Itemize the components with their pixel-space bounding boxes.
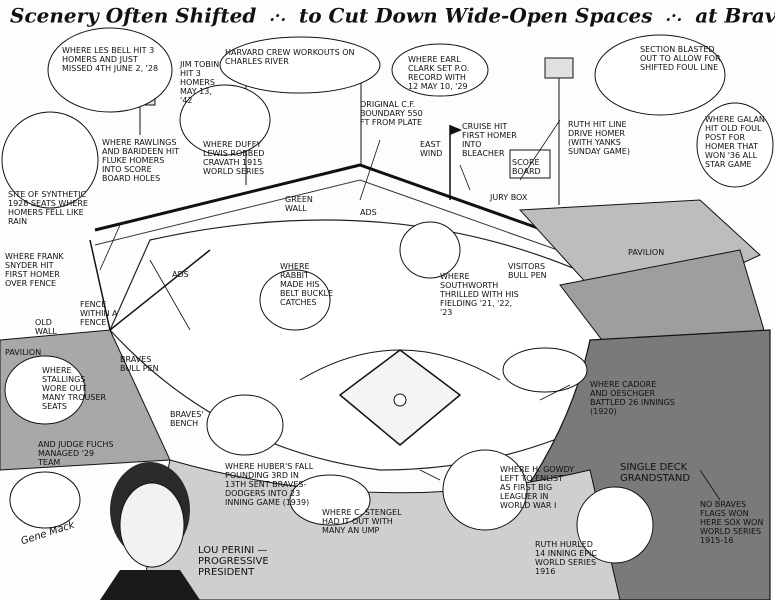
score-board — [509, 149, 551, 179]
headline: Scenery Often Shifted .·. to Cut Down Wi… — [10, 2, 775, 32]
caption-boundary: Original C.F. boundary 550 ft from plate — [360, 100, 423, 127]
caption-stengel: Where C. Stengel had it out with many an… — [322, 508, 402, 535]
caption-ruth-hurled: Ruth hurled 14 inning epic World Series … — [535, 540, 597, 576]
caption-fence: Fence within a fence — [80, 300, 118, 327]
flag — [450, 125, 462, 135]
caption-rawlings: Where Rawlings and Barideen hit fluke ho… — [102, 138, 180, 183]
caption-old-wall: Old Wall — [35, 318, 57, 336]
thought-bubbles — [1, 27, 774, 564]
bubble-duffy — [179, 84, 271, 156]
caption-harvard: Harvard crew workouts on Charles River — [225, 48, 355, 66]
caption-pavilion-right: Pavilion — [628, 248, 665, 257]
caption-southworth: Where Southworth thrilled with his field… — [440, 272, 519, 317]
caption-fuchs: And Judge Fuchs managed '29 team — [38, 440, 114, 467]
bubble-fuchs — [9, 471, 81, 529]
headline-part-2: to Cut Down Wide-Open Spaces — [299, 3, 653, 28]
caption-huber: Where Huber's fall pounding 3rd in 13th … — [225, 462, 314, 507]
caption-section: Section blasted out to allow for shifted… — [640, 45, 721, 72]
caption-single-deck: Single Deck Grandstand — [620, 462, 691, 484]
headline-separator: .·. — [269, 6, 287, 25]
bubble-ruth-pitching — [576, 486, 654, 564]
caption-tobin: Jim Tobin hit 3 homers May 13, '42 — [180, 60, 220, 105]
caption-pavilion-left: Pavilion — [5, 348, 42, 357]
caption-jury-box: Jury Box — [490, 193, 528, 202]
bubble-rabbit — [259, 269, 331, 331]
caption-braves-bull-pen: Braves Bull Pen — [120, 355, 159, 373]
bubble-southworth — [399, 221, 461, 279]
bubble-huber — [206, 394, 284, 456]
caption-ads-left: ADS — [172, 270, 189, 279]
bubble-section — [594, 34, 726, 116]
bubble-galan — [696, 102, 774, 188]
caption-synthetic: Site of synthetic 1928 seats where homer… — [8, 190, 88, 226]
bubble-gowdy — [442, 449, 528, 531]
caption-perini: Lou Perini — Progressive President — [198, 545, 269, 578]
headline-part-3: at Braves' Field — [695, 3, 775, 28]
outfield-wall — [94, 163, 601, 252]
bubble-clark — [391, 43, 489, 97]
bubble-harvard — [219, 36, 381, 94]
bubble-stallings — [4, 355, 86, 425]
caption-cadore: Where Cadore and Oeschger battled 26 inn… — [590, 380, 675, 416]
caption-gowdy: Where H. Gowdy left to enlist as first b… — [500, 465, 575, 510]
perini-face — [119, 482, 185, 568]
caption-braves-bench: Braves' Bench — [170, 410, 204, 428]
caption-bell: Where Les Bell hit 3 homers and just mis… — [62, 46, 159, 73]
caption-snyder: Where Frank Snyder hit first homer over … — [5, 252, 64, 288]
infield-arc — [299, 349, 501, 381]
caption-ruth: Ruth hit line drive homer (with Yanks Su… — [568, 120, 630, 156]
caption-duffy: Where Duffy Lewis robbed Cravath 1915 Wo… — [203, 140, 265, 176]
caption-east-wind: East Wind — [420, 140, 443, 158]
caption-galan: Where Galan hit old foul post for homer … — [705, 115, 765, 169]
caption-no-flags: No Braves flags won here Sox won World S… — [700, 500, 764, 545]
pointer-lines — [99, 119, 721, 501]
light-tower-4 — [544, 57, 574, 79]
caption-cruise: Cruise hit first homer into bleacher — [462, 122, 517, 158]
caption-visitors: Visitors Bull Pen — [508, 262, 547, 280]
bubble-synthetic — [1, 111, 99, 209]
caption-rabbit: Where Rabbit made his belt buckle catche… — [280, 262, 334, 307]
perini-suit — [100, 570, 200, 600]
caption-score-board: Score Board — [512, 158, 541, 176]
headline-part-1: Scenery Often Shifted — [10, 3, 257, 28]
caption-ads-top: ADS — [360, 208, 377, 217]
bubble-stengel — [289, 474, 371, 526]
caption-clark: Where Earl Clark set P.O. record with 12… — [408, 55, 470, 91]
bubble-cadore — [502, 347, 588, 393]
outfield-wall-inner — [94, 179, 601, 266]
caption-green-wall: Green Wall — [285, 195, 313, 213]
caption-stallings: Where Stallings wore out many trouser se… — [42, 366, 107, 411]
bubble-bell — [47, 27, 173, 113]
perini-portrait — [100, 462, 200, 600]
pitchers-mound — [393, 393, 407, 407]
headline-separator: .·. — [665, 6, 683, 25]
